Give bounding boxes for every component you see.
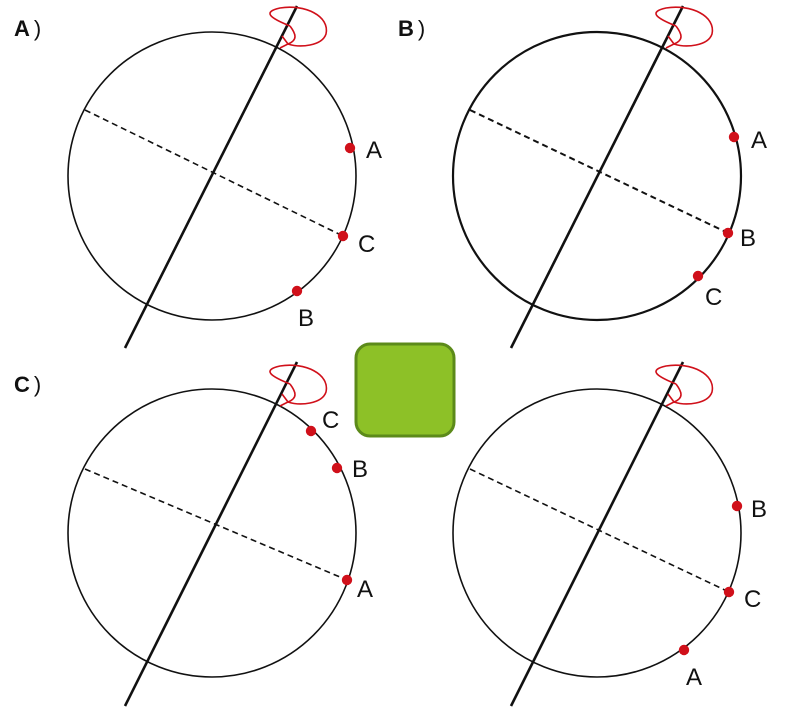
point-b-marker [291,285,303,297]
rotation-axis [123,5,299,349]
point-c: C [692,270,722,311]
panel-c-label: C) [14,372,41,397]
panel-b-label: B) [398,16,425,41]
point-c-marker [723,586,735,598]
equator-line [469,468,730,593]
point-c-label: C [322,407,339,434]
point-c: C [723,586,761,613]
rotation-arrow-icon [655,364,714,407]
point-b-marker [722,227,734,239]
point-c-label: C [744,586,761,613]
point-a-marker [728,131,740,143]
panel-d: B C A [452,361,767,707]
panel-a: A) A C B [14,5,382,349]
point-c-marker [337,230,349,242]
point-a-marker [344,142,356,154]
point-a: A [341,574,373,603]
point-a-label: A [366,137,382,164]
point-b: B [722,225,756,252]
earth-circle [451,30,743,322]
point-a: A [728,127,767,154]
point-a-label: A [686,664,702,691]
point-c: C [337,230,375,258]
point-c-marker [305,425,317,437]
point-c-label: C [358,231,375,258]
rotation-arrow-icon [655,6,714,49]
equator-line [84,109,344,237]
point-b: B [291,285,314,332]
point-a-label: A [751,127,767,154]
earth-circle [67,388,357,678]
point-b: B [331,456,368,483]
point-b-label: B [740,225,756,252]
rotation-arrow-icon [269,6,328,49]
point-c-marker [692,270,704,282]
point-a-marker [341,574,353,586]
panel-b: B) A B C [398,5,767,349]
point-a-label: A [357,576,373,603]
rotation-arrow-icon [269,364,328,407]
panel-a-label: A) [14,16,41,41]
earth-circle [452,388,742,678]
point-b: B [731,496,767,523]
point-a: A [678,644,702,691]
earth-circle [67,31,357,321]
point-a-marker [678,644,690,656]
equator-line [469,109,729,234]
point-b-marker [331,462,343,474]
rotation-axis [123,361,299,707]
point-b-label: B [352,456,368,483]
point-c-label: C [705,284,722,311]
point-b-label: B [751,496,767,523]
point-a: A [344,137,382,164]
equator-line [84,468,348,581]
rotation-axis [509,5,685,349]
panel-c: C) C B A [14,361,373,707]
point-b-marker [731,500,743,512]
point-b-label: B [298,305,314,332]
rotation-axis [509,361,685,707]
answer-cover-box[interactable] [354,342,456,438]
point-c: C [305,407,339,437]
